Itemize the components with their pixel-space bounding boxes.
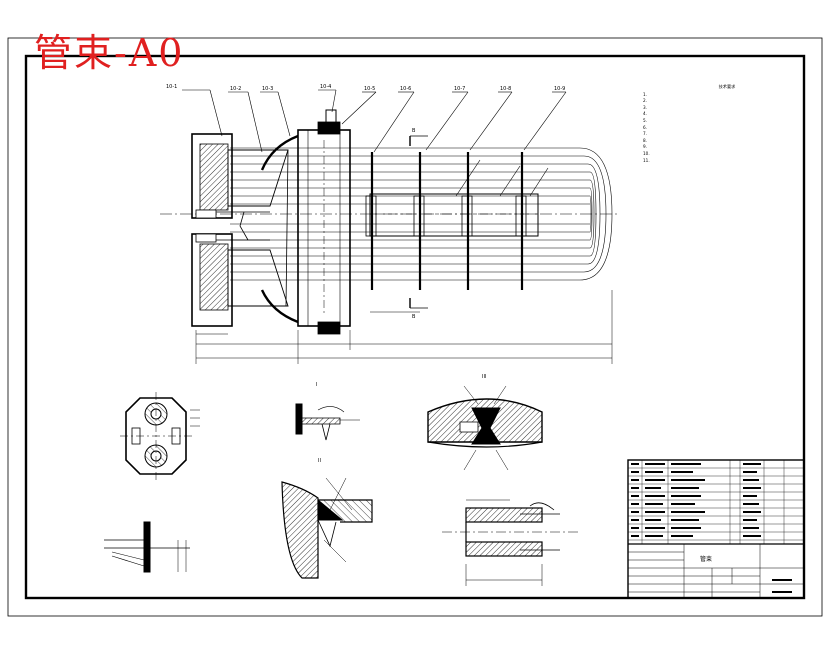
note-line: 8. <box>643 137 647 143</box>
callout-10-6: 10-6 <box>400 86 411 92</box>
detail-label-i: I <box>316 382 317 388</box>
note-line: 11. <box>643 157 650 163</box>
note-line: 5. <box>643 117 647 123</box>
detail-i <box>295 403 360 441</box>
note-line: 3. <box>643 104 647 110</box>
section-label-b-bottom: B <box>412 314 416 320</box>
sheet-size-watermark: 管束-A0 <box>34 31 185 75</box>
detail-b-b <box>104 521 190 573</box>
callout-10-3: 10-3 <box>262 86 273 92</box>
callout-10-9: 10-9 <box>554 86 565 92</box>
outer-frame <box>7 37 823 617</box>
section-label-b-top: B <box>412 128 416 134</box>
callout-10-8: 10-8 <box>500 86 511 92</box>
callout-10-5: 10-5 <box>364 86 375 92</box>
inner-frame <box>24 54 806 600</box>
detail-iii <box>427 385 543 471</box>
note-line: 9. <box>643 144 647 150</box>
note-line: 1. <box>643 91 647 97</box>
note-line: 2. <box>643 98 647 104</box>
detail-label-iii: III <box>482 374 486 380</box>
note-line: 7. <box>643 131 647 137</box>
main-view <box>160 89 620 364</box>
technical-notes-title: 技术要求 <box>718 84 736 89</box>
detail-pipe-joint <box>442 499 580 586</box>
technical-notes: 技术要求 1. 2. 3. 4. 5. 6. 7. 8. 9. 10. 11. <box>643 84 811 164</box>
note-line: 10. <box>643 150 650 156</box>
title-drawing-name: 管束 <box>700 555 712 563</box>
callout-10-7: 10-7 <box>454 86 465 92</box>
callout-10-4: 10-4 <box>320 84 331 90</box>
note-line: 4. <box>643 111 647 117</box>
detail-ii <box>281 477 373 579</box>
callout-10-2: 10-2 <box>230 86 241 92</box>
note-line: 6. <box>643 124 647 130</box>
parts-list-table <box>627 459 805 599</box>
callout-10-1: 10-1 <box>166 84 177 90</box>
flange-end-view <box>120 392 200 480</box>
detail-label-ii: II <box>318 458 321 464</box>
